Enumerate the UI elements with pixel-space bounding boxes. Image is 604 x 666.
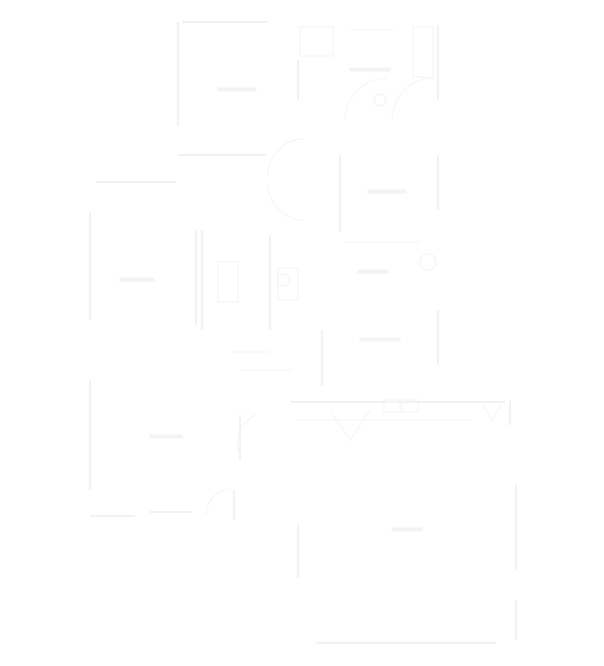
- sink-fixture: [373, 93, 387, 107]
- stair-step: [401, 399, 419, 413]
- bath-fixture: [412, 26, 434, 78]
- room-label-mark: [359, 337, 401, 342]
- room-living-left: [89, 181, 197, 325]
- room-label-mark: [391, 527, 423, 532]
- room-label-mark: [119, 277, 155, 282]
- room-top-bath: [297, 25, 439, 121]
- room-label-mark: [217, 87, 257, 92]
- room-kitchen: [201, 230, 299, 371]
- kitchen-island: [217, 261, 239, 303]
- room-label-mark: [149, 434, 183, 439]
- room-hall: [267, 138, 439, 232]
- room-top-left-bedroom: [177, 21, 268, 156]
- stair-porch-band: [236, 399, 511, 460]
- water-heater: [419, 253, 437, 271]
- room-label-mark: [349, 67, 391, 72]
- stair-step: [383, 399, 401, 413]
- range-fixture: [277, 267, 299, 301]
- kitchen-sink: [277, 273, 291, 287]
- room-label-mark: [367, 189, 407, 194]
- toilet-fixture: [299, 26, 334, 57]
- room-label-mark: [357, 269, 389, 274]
- room-lower-left: [89, 380, 235, 520]
- room-garage: [297, 485, 517, 644]
- room-dining: [321, 330, 401, 386]
- room-closet-right: [345, 241, 439, 365]
